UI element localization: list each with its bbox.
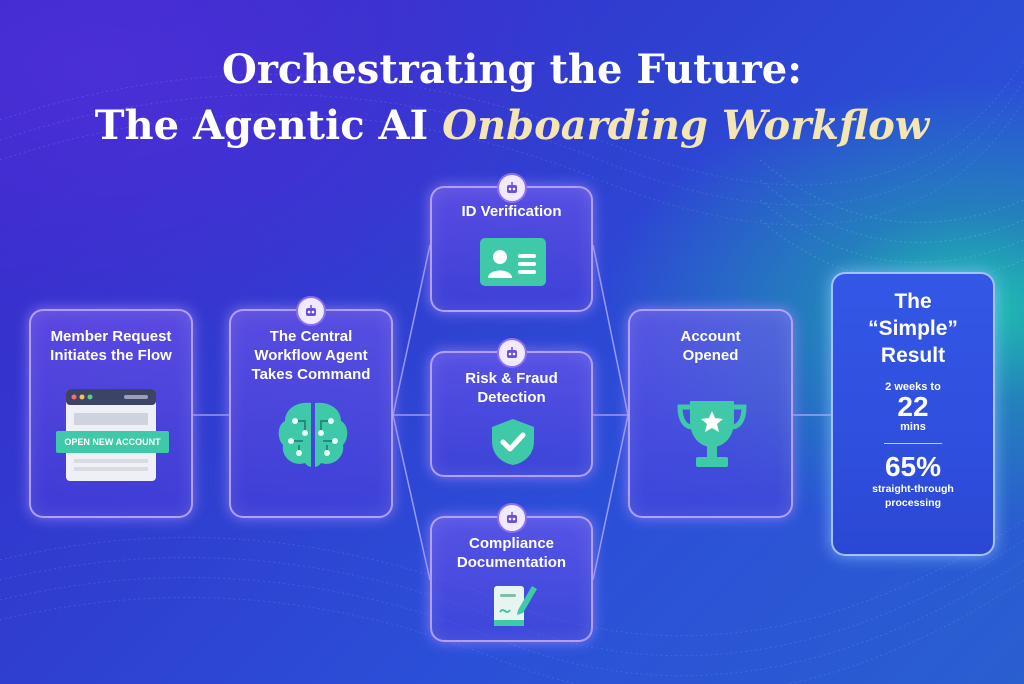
stat1-unit: mins — [900, 421, 926, 433]
central-agent-card: The Central Workflow Agent Takes Command — [229, 296, 393, 518]
title-line-1: Orchestrating the Future: — [222, 46, 802, 93]
result-panel: The “Simple” Result 2 weeks to 22 mins 6… — [831, 272, 995, 556]
central-agent-label-3: Takes Command — [251, 366, 371, 383]
result-divider — [884, 443, 942, 444]
central-agent-label-2: Workflow Agent — [254, 347, 368, 364]
stat2-label-1: straight-through — [872, 483, 954, 495]
result-heading-3: Result — [880, 344, 946, 367]
risk-fraud-label-1: Risk & Fraud — [465, 370, 558, 387]
risk-fraud-label-2: Detection — [477, 389, 546, 406]
robot-badge-icon — [496, 503, 527, 533]
id-verification-label: ID Verification — [461, 203, 562, 220]
robot-badge-icon — [496, 173, 527, 203]
compliance-label-1: Compliance — [468, 535, 555, 552]
shield-check-icon — [490, 417, 536, 472]
account-opened-label-2: Opened — [682, 347, 739, 364]
stat1-value: 22 — [897, 391, 929, 422]
compliance-card: Compliance Documentation — [430, 503, 593, 642]
robot-badge-icon — [296, 296, 326, 326]
stat2-label-2: processing — [884, 497, 942, 509]
result-heading-1: The — [894, 290, 932, 313]
title-italic: Onboarding Workflow — [442, 102, 930, 149]
id-verification-card: ID Verification — [430, 173, 593, 312]
document-pen-icon — [492, 580, 538, 633]
stat2-value: 65% — [884, 451, 942, 482]
account-opened-card: Account Opened — [628, 309, 793, 518]
member-request-card: Member Request Initiates the Flow OPEN N… — [29, 309, 193, 518]
compliance-label-2: Documentation — [456, 554, 567, 571]
trophy-icon — [676, 395, 748, 478]
result-heading-2: “Simple” — [868, 317, 958, 340]
stat1-prefix: 2 weeks to — [885, 381, 941, 393]
central-agent-label-1: The Central — [269, 328, 353, 345]
title-line-2: The Agentic AI Onboarding Workflow — [0, 102, 1024, 150]
robot-badge-icon — [496, 338, 527, 368]
open-new-account-button[interactable]: OPEN NEW ACCOUNT — [56, 431, 169, 453]
brain-circuit-icon — [275, 399, 351, 476]
title-plain: The Agentic AI — [94, 102, 443, 149]
member-request-label-2: Initiates the Flow — [50, 347, 172, 364]
account-opened-label-1: Account — [680, 328, 741, 345]
member-request-label-1: Member Request — [50, 328, 172, 345]
risk-fraud-card: Risk & Fraud Detection — [430, 338, 593, 477]
id-card-icon — [480, 238, 546, 291]
